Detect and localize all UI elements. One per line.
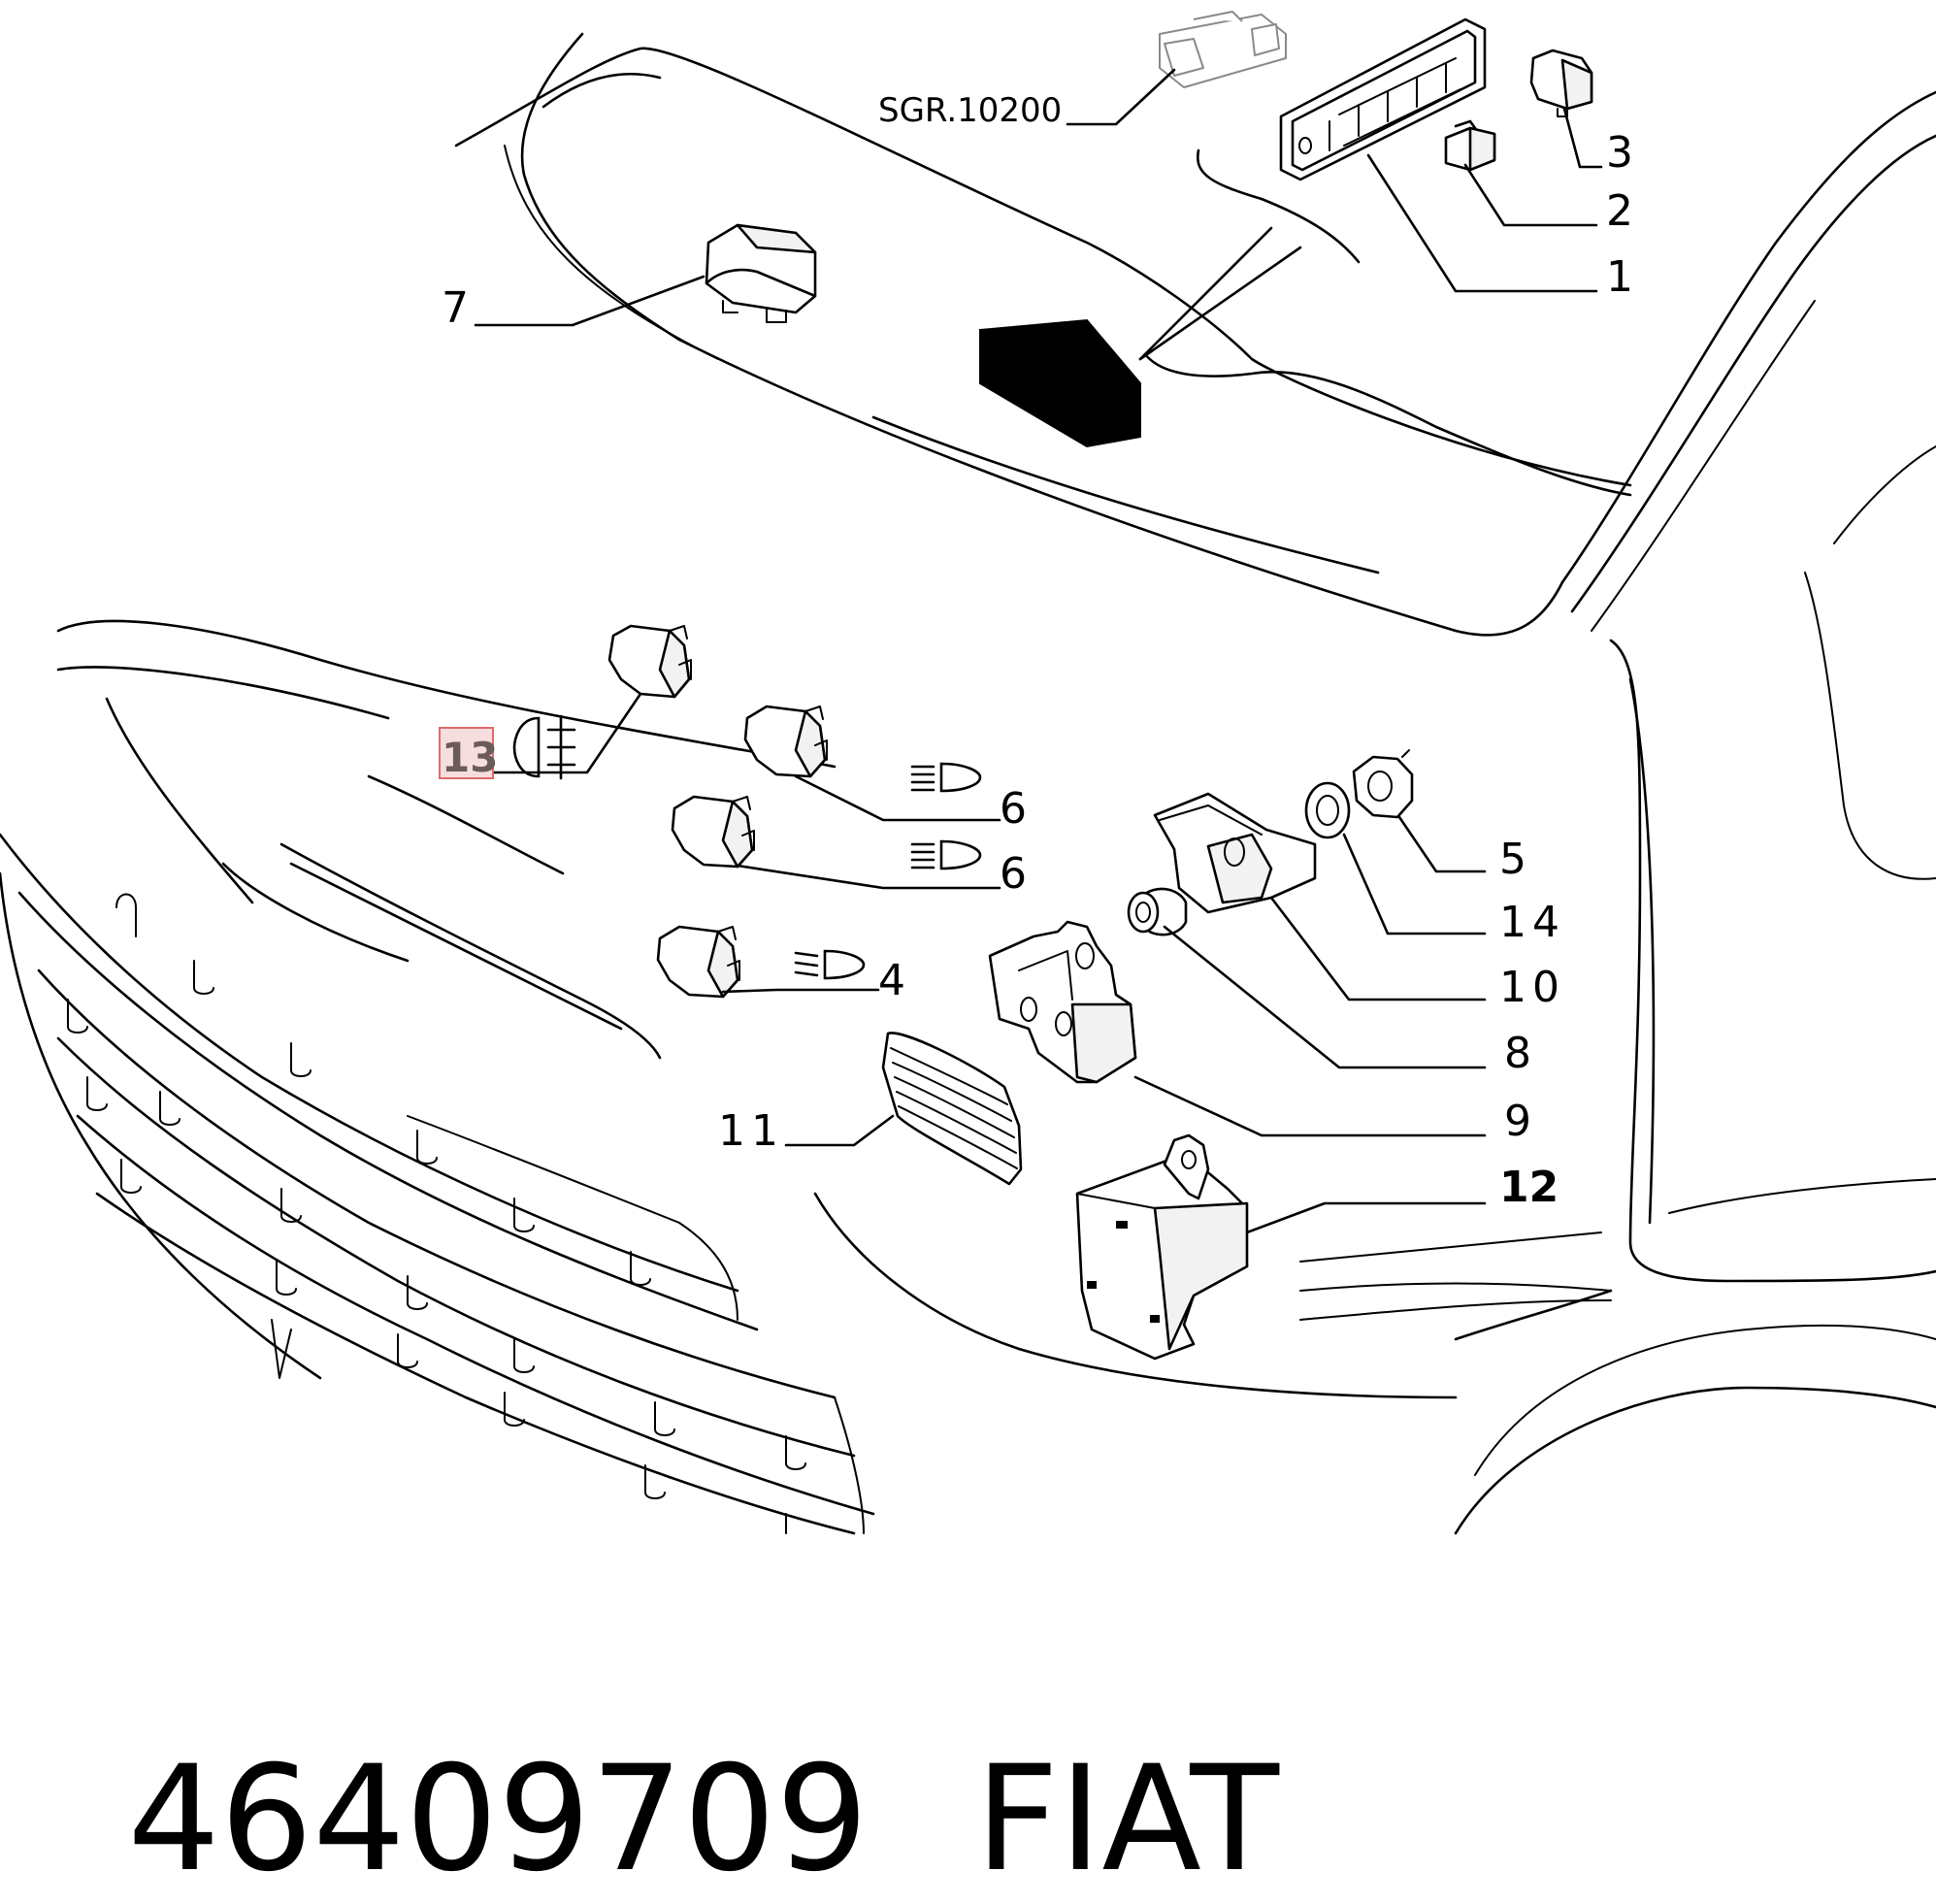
callout-5: 5 xyxy=(1499,835,1532,884)
part-10-latch-plate xyxy=(1153,792,1317,914)
callout-13: 13 xyxy=(442,734,498,781)
part-13-relay xyxy=(607,624,692,699)
parts-diagram: SGR.10200 3 2 1 7 13 6 6 4 5 14 10 8 9 1… xyxy=(0,11,1936,1535)
callout-1: 1 xyxy=(1606,252,1639,302)
callout-3: 3 xyxy=(1606,128,1639,178)
part-6-relay-upper xyxy=(743,705,828,778)
callout-11: 14 xyxy=(1499,898,1565,947)
callout-7: 7 xyxy=(442,283,475,333)
part-2-fuse xyxy=(1444,119,1496,172)
brand-name: FIAT xyxy=(974,1735,1279,1904)
part-8-bushing xyxy=(1127,887,1188,936)
callout-13-highlight-box xyxy=(439,727,494,779)
part-12-grille-piece xyxy=(881,1032,1023,1186)
control-module-sgr10200 xyxy=(1159,11,1287,88)
part-5-nut xyxy=(1352,749,1414,819)
callout-6-upper: 6 xyxy=(1000,784,1033,834)
part-3-relay xyxy=(1529,49,1593,117)
callout-6-lower: 6 xyxy=(1000,849,1033,899)
callout-2: 2 xyxy=(1606,186,1639,236)
low-beam-symbol xyxy=(794,949,866,980)
callout-14: 12 xyxy=(1499,1163,1559,1212)
part-6-relay-lower xyxy=(671,795,755,869)
car-body-outline xyxy=(0,32,1936,1535)
part-4-relay xyxy=(656,925,740,999)
reference-label-sgr: SGR.10200 xyxy=(878,91,1062,130)
leader-lines xyxy=(474,68,1603,1234)
callout-10: 10 xyxy=(1499,963,1565,1012)
fog-light-symbol xyxy=(512,714,576,780)
callout-12: 11 xyxy=(718,1106,784,1156)
callout-9: 9 xyxy=(1504,1097,1537,1146)
part-11-washer xyxy=(1304,781,1351,839)
high-beam-symbol-lower xyxy=(910,839,982,870)
callout-8: 8 xyxy=(1504,1029,1537,1078)
part-14-control-unit xyxy=(1075,1133,1249,1361)
part-7-relay xyxy=(705,223,817,323)
high-beam-symbol-upper xyxy=(910,762,982,793)
part-1-fuse-box xyxy=(1279,17,1487,181)
callout-4: 4 xyxy=(878,956,911,1005)
part-9-bracket xyxy=(988,920,1137,1084)
part-number: 46409709 xyxy=(127,1735,869,1904)
